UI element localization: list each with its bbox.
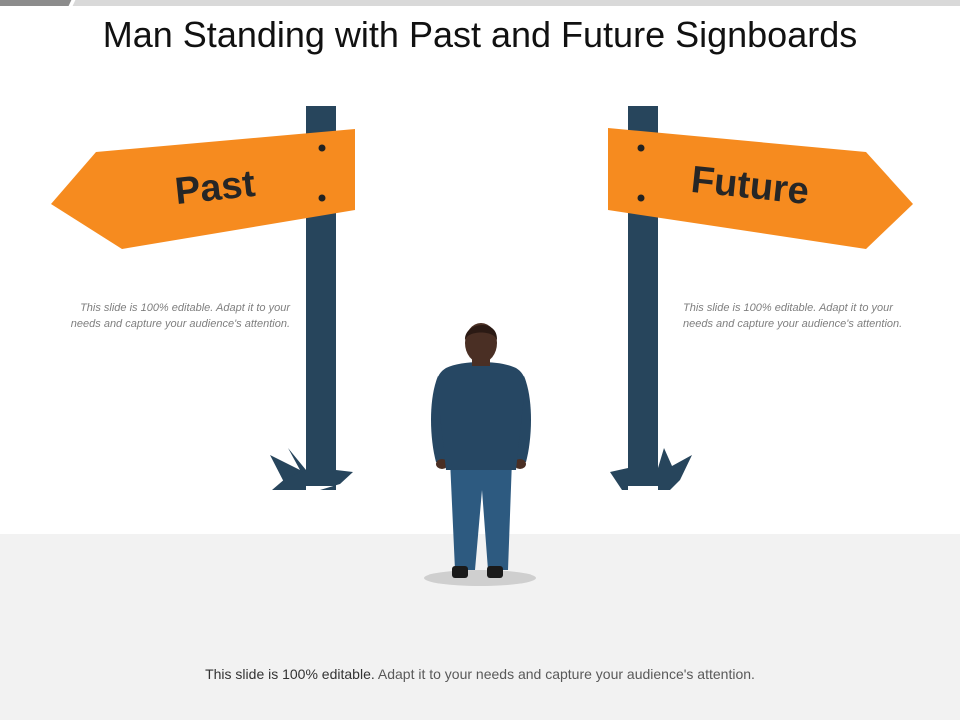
footer-lead: This slide is 100% editable. xyxy=(205,666,375,682)
future-sign-board xyxy=(608,128,913,249)
man-figure xyxy=(424,323,536,586)
future-sign-bolt-top xyxy=(637,144,645,152)
man-shadow xyxy=(424,570,536,586)
future-sign: Future xyxy=(608,128,913,249)
man-left-shoe xyxy=(452,566,468,578)
past-sign-board xyxy=(51,129,355,249)
footer-rest: Adapt it to your needs and capture your … xyxy=(374,666,755,682)
past-sign: Past xyxy=(51,129,355,249)
man-hair xyxy=(464,324,498,340)
man-right-hand xyxy=(514,459,526,469)
slide-title: Man Standing with Past and Future Signbo… xyxy=(102,14,858,55)
floor xyxy=(0,534,960,720)
man-pants xyxy=(450,460,512,570)
past-description: This slide is 100% editable. Adapt it to… xyxy=(70,302,290,330)
footer-text: This slide is 100% editable. Adapt it to… xyxy=(0,666,960,682)
top-bar xyxy=(0,0,960,6)
past-sign-bolt-top xyxy=(318,144,326,152)
man-shirt xyxy=(436,362,526,470)
past-sign-bolt-bottom xyxy=(318,194,326,202)
man-right-shoe xyxy=(487,566,503,578)
top-bar-accent xyxy=(0,0,72,6)
past-sign-label: Past xyxy=(173,163,258,213)
future-sign-bolt-bottom xyxy=(637,194,645,202)
man-left-hand xyxy=(436,459,448,469)
future-post-base xyxy=(610,448,692,490)
future-description: This slide is 100% editable. Adapt it to… xyxy=(683,302,903,330)
